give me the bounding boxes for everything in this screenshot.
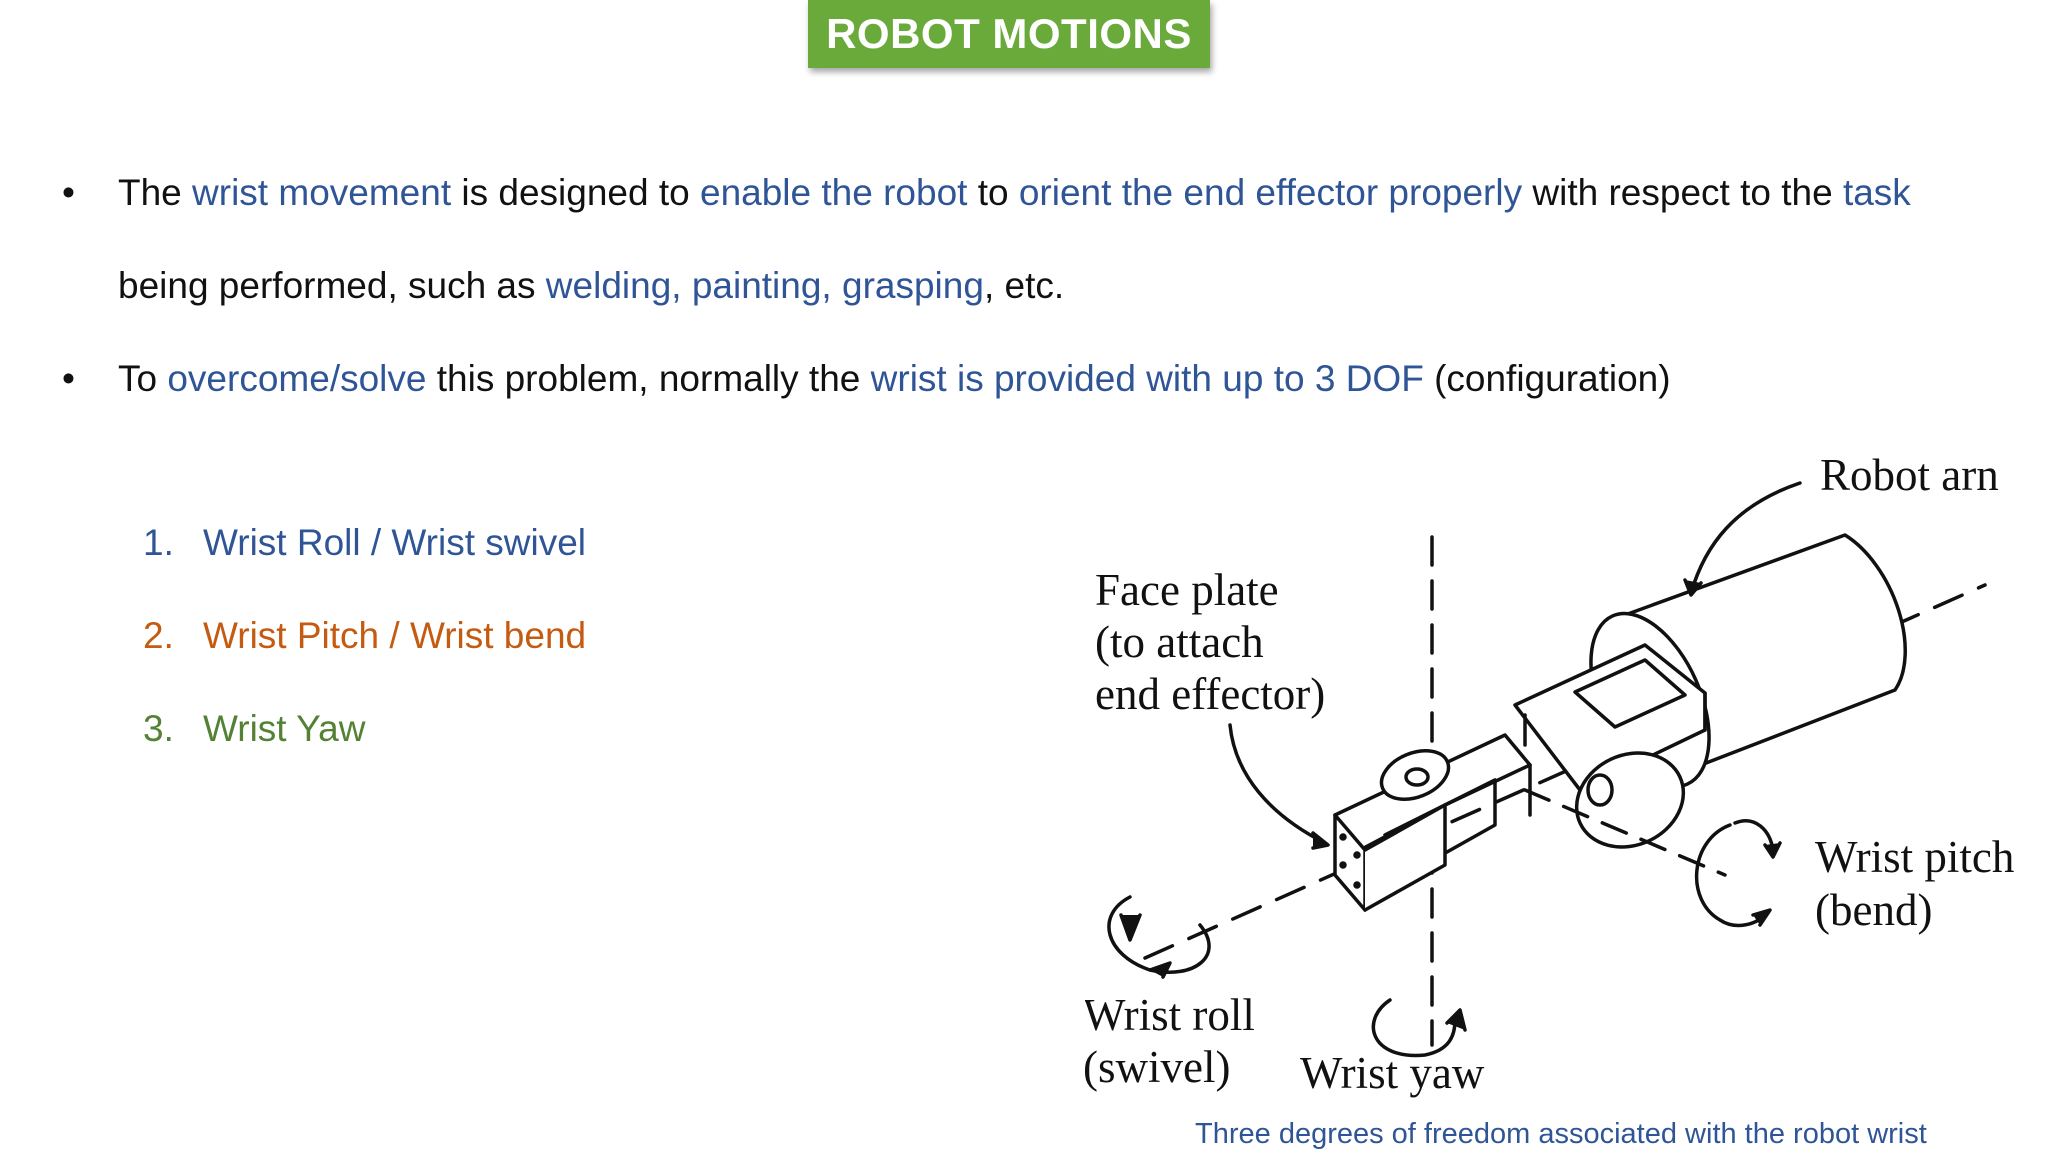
bullet-1-line-2: being performed, such as welding, painti… (118, 267, 1064, 304)
face-plate-label-line-2: (to attach (1095, 617, 1264, 667)
text-run: , etc. (983, 265, 1065, 306)
text-run: To (118, 358, 168, 399)
highlight-text: welding, painting, grasping (545, 265, 984, 306)
robot-wrist-diagram: Robot arn Face plate (to attach end effe… (1085, 450, 2014, 1098)
list-item-wrist-pitch: 2.Wrist Pitch / Wrist bend (143, 615, 587, 656)
face-plate (1333, 803, 1447, 912)
text-run: this problem, normally the (426, 358, 871, 399)
wrist-link (1333, 733, 1532, 872)
wrist-roll-label-line-1: Wrist roll (1085, 990, 1255, 1040)
robot-arm-label: Robot arn (1820, 450, 1999, 500)
wrist-pitch-label-line-1: Wrist pitch (1815, 832, 2014, 882)
wrist-pitch-rotation-arrow (1694, 823, 1767, 928)
highlight-text: enable the robot (700, 172, 968, 213)
text-run: to (967, 172, 1019, 213)
title-banner: ROBOT MOTIONS (808, 0, 1210, 68)
bullet-1-line-1: The wrist movement is designed to enable… (118, 174, 1911, 211)
face-plate-label-line-3: end effector) (1095, 669, 1325, 719)
highlight-text: overcome/solve (167, 358, 427, 399)
list-item-wrist-roll: 1.Wrist Roll / Wrist swivel (143, 522, 587, 563)
wrist-yaw-label: Wrist yaw (1300, 1048, 1485, 1098)
highlight-text: wrist movement (192, 172, 452, 213)
text-run: being performed, such as (118, 265, 546, 306)
highlight-text: wrist is provided with up to 3 DOF (870, 358, 1424, 399)
face-plate-label-line-1: Face plate (1095, 565, 1279, 615)
robot-arm-pointer-arrow (1689, 481, 1802, 595)
figure-caption: Three degrees of freedom associated with… (1195, 1118, 1927, 1150)
wrist-pitch-label-line-2: (bend) (1815, 885, 1932, 935)
bullet-icon: • (62, 358, 75, 399)
wrist-roll-label-line-2: (swivel) (1085, 1042, 1230, 1092)
text-run: (configuration) (1423, 358, 1671, 399)
highlight-text: orient the end effector properly (1018, 172, 1523, 213)
highlight-text: task (1842, 172, 1911, 213)
face-plate-pointer-arrow (1228, 723, 1327, 845)
bullet-icon: • (62, 172, 75, 213)
text-run: is designed to (451, 172, 700, 213)
wrist-yaw-rotation-arrow (1371, 998, 1457, 1058)
bullet-2-line-1: To overcome/solve this problem, normally… (118, 360, 1671, 397)
text-run: with respect to the (1522, 172, 1843, 213)
pitch-axis-dashed (1523, 788, 1727, 877)
page-title: ROBOT MOTIONS (826, 10, 1192, 57)
text-run: The (118, 172, 193, 213)
list-item-wrist-yaw: 3.Wrist Yaw (143, 708, 366, 749)
